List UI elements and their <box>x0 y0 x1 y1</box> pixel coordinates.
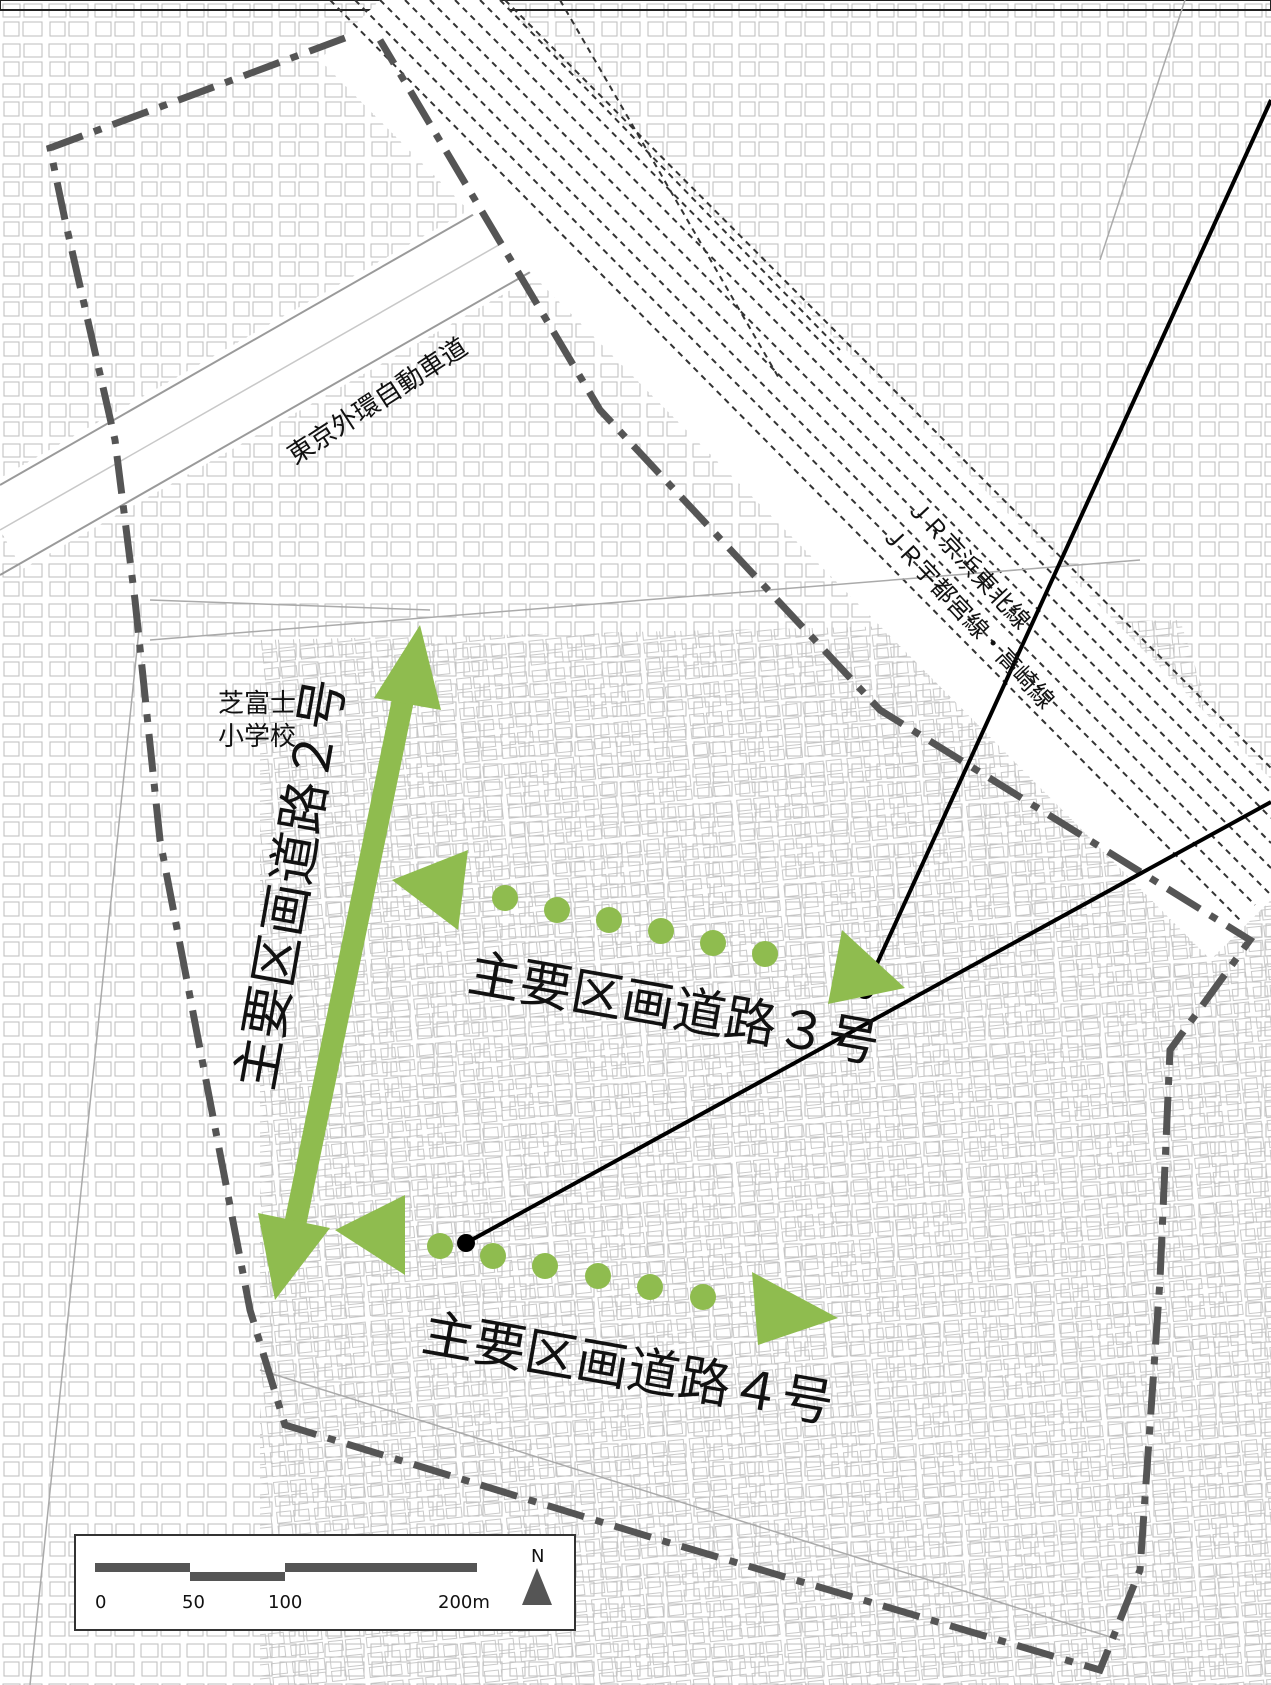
road-4-arrow <box>335 1195 838 1345</box>
school-label-line-1: 芝富士 <box>218 689 296 719</box>
road-3-arrow <box>392 850 905 1004</box>
road-2-arrow <box>258 625 441 1300</box>
scale-tick-0: 0 <box>95 1592 106 1613</box>
planning-area-boundary <box>45 34 1256 1675</box>
north-arrow: N <box>522 1546 552 1605</box>
scale-tick-100: 100 <box>268 1592 302 1613</box>
school-label-line-2: 小学校 <box>218 722 296 752</box>
scale-bar: 0 50 100 200m <box>74 1534 576 1631</box>
callout-point-road-4 <box>457 1234 475 1252</box>
north-arrow-icon <box>522 1568 552 1605</box>
scale-tick-200m: 200m <box>438 1592 490 1613</box>
scale-tick-50: 50 <box>182 1592 205 1613</box>
north-arrow-label: N <box>531 1546 544 1567</box>
